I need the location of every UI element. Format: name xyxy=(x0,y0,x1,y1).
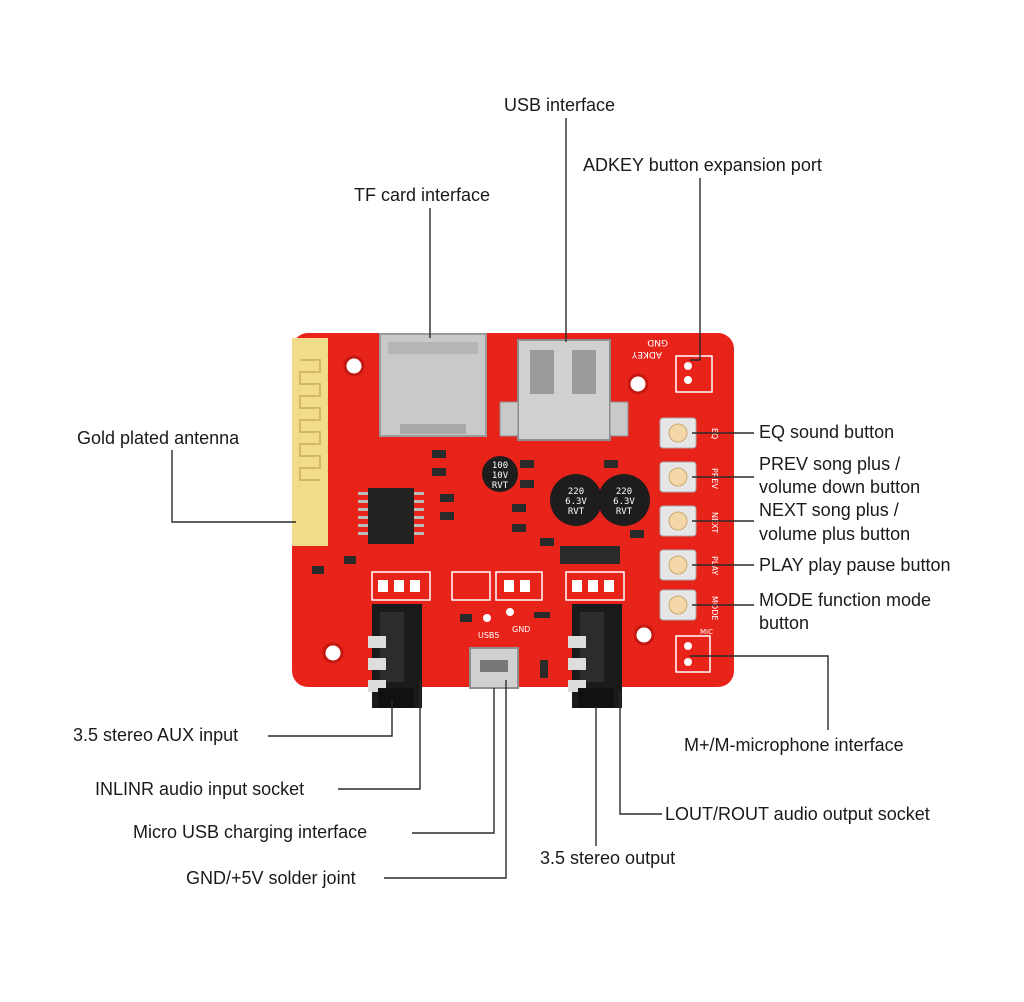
svg-text:RVT: RVT xyxy=(568,507,585,517)
svg-text:6.3V: 6.3V xyxy=(613,497,635,507)
solder-pad-rows xyxy=(371,571,625,601)
svg-text:100: 100 xyxy=(492,461,508,471)
callout-labels: USB interface ADKEY button expansion por… xyxy=(73,95,950,888)
button-column: EQ PREV NEXT PLAY MODE xyxy=(659,417,719,621)
svg-text:6.3V: 6.3V xyxy=(565,497,587,507)
gnd-silk: GND xyxy=(647,337,668,347)
antenna-trace xyxy=(299,359,321,481)
label-next-button-line1: NEXT song plus / xyxy=(759,500,899,520)
aux-input-jack xyxy=(368,604,422,708)
label-lout-rout: LOUT/ROUT audio output socket xyxy=(665,804,930,824)
svg-text:GND: GND xyxy=(512,625,530,634)
label-mode-button-line1: MODE function mode xyxy=(759,590,931,610)
leader-lines xyxy=(171,118,829,879)
label-aux-input: 3.5 stereo AUX input xyxy=(73,725,238,745)
prev-tact-switch: PREV xyxy=(659,461,719,493)
mounting-hole xyxy=(627,373,649,395)
label-gnd-5v: GND/+5V solder joint xyxy=(186,868,356,888)
capacitor-100uf: 100 10V RVT xyxy=(482,456,518,492)
mic-header: MIC xyxy=(675,628,713,673)
label-adkey-port: ADKEY button expansion port xyxy=(583,155,822,175)
svg-text:220: 220 xyxy=(616,487,632,497)
label-prev-button-line1: PREV song plus / xyxy=(759,454,900,474)
label-usb-interface: USB interface xyxy=(504,95,615,115)
eq-tact-switch: EQ xyxy=(659,417,719,449)
svg-text:RVT: RVT xyxy=(616,507,633,517)
label-micro-usb: Micro USB charging interface xyxy=(133,822,367,842)
label-inlinr-socket: INLINR audio input socket xyxy=(95,779,304,799)
adkey-header: ADKEY GND xyxy=(631,337,713,393)
label-prev-button-line2: volume down button xyxy=(759,477,920,497)
label-next-button-line2: volume plus button xyxy=(759,524,910,544)
gold-antenna xyxy=(292,338,328,546)
label-tf-card: TF card interface xyxy=(354,185,490,205)
svg-text:10V: 10V xyxy=(492,471,509,481)
mounting-hole xyxy=(322,642,344,664)
capacitor-220uf-a: 220 6.3V RVT xyxy=(550,474,602,526)
label-stereo-output: 3.5 stereo output xyxy=(540,848,675,868)
svg-text:MIC: MIC xyxy=(700,628,713,636)
pcb-board: ADKEY GND xyxy=(292,333,734,708)
tf-card-slot xyxy=(379,333,487,437)
label-gold-antenna: Gold plated antenna xyxy=(77,428,240,448)
stereo-output-jack xyxy=(568,604,622,708)
micro-usb-port: USB5 GND xyxy=(469,608,530,689)
svg-text:USB5: USB5 xyxy=(478,631,500,640)
label-mic-interface: M+/M-microphone interface xyxy=(684,735,904,755)
main-ic-chip xyxy=(358,488,424,544)
capacitor-220uf-b: 220 6.3V RVT xyxy=(598,474,650,526)
mounting-hole xyxy=(633,624,655,646)
mounting-hole xyxy=(343,355,365,377)
svg-text:MODE: MODE xyxy=(710,596,719,620)
label-eq-button: EQ sound button xyxy=(759,422,894,442)
smd-components xyxy=(312,450,644,678)
svg-text:RVT: RVT xyxy=(492,481,509,491)
label-play-button: PLAY play pause button xyxy=(759,555,950,575)
svg-text:PREV: PREV xyxy=(710,468,719,489)
label-mode-button-line2: button xyxy=(759,613,809,633)
mode-tact-switch: MODE xyxy=(659,589,719,621)
svg-text:220: 220 xyxy=(568,487,584,497)
adkey-silk: ADKEY xyxy=(631,349,662,359)
svg-text:NEXT: NEXT xyxy=(710,512,719,533)
usb-a-port xyxy=(499,339,629,441)
